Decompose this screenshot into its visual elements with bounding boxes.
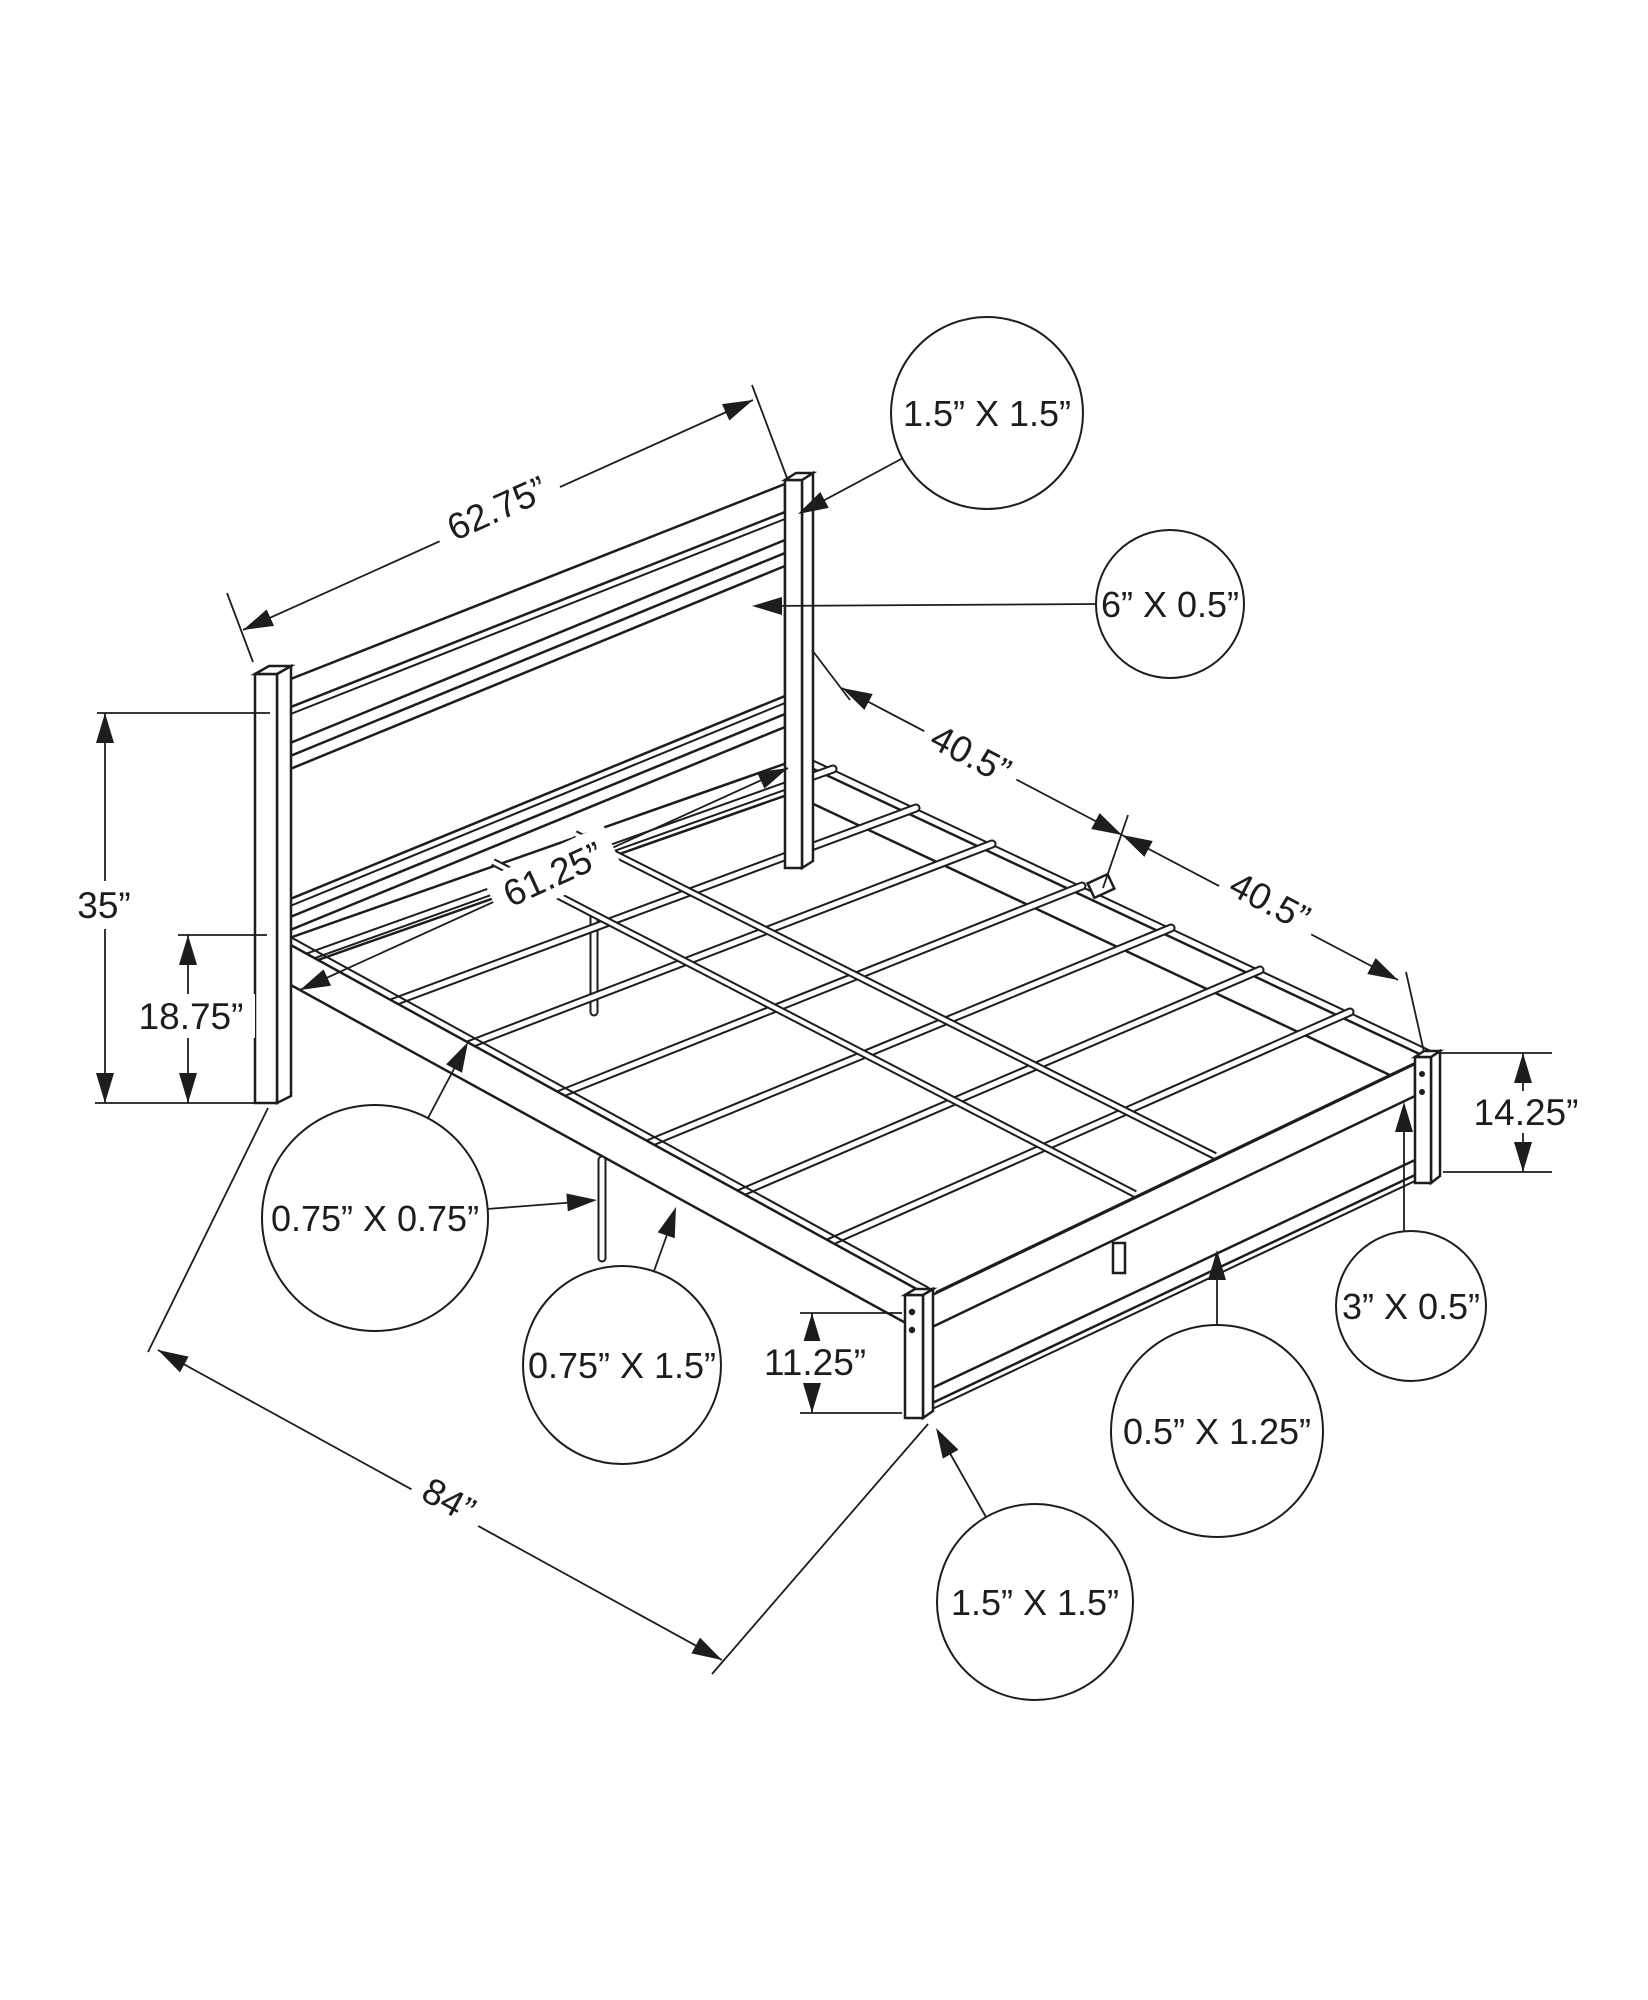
callout-label-side-rail: 0.75” X 1.5” — [528, 1345, 716, 1386]
callout-label-footboard-post: 1.5” X 1.5” — [951, 1582, 1119, 1623]
callout-footboard-post: 1.5” X 1.5” — [928, 1423, 1134, 1701]
arrow-icon — [928, 1423, 959, 1459]
footboard — [900, 1048, 1445, 1421]
arrow-icon — [1367, 958, 1403, 988]
dim-foot-rail-clearance: 11.25” — [753, 1312, 902, 1414]
bed-frame — [250, 470, 1445, 1421]
callout-label-footboard-bottom-rail: 0.5” X 1.25” — [1123, 1411, 1311, 1452]
screw-hole — [908, 1308, 916, 1316]
dim-label-foot-rail-clearance: 11.25” — [764, 1342, 866, 1383]
slat — [816, 1007, 1355, 1251]
center-support-rails — [491, 830, 1217, 1198]
arrow-icon — [179, 1073, 197, 1103]
footboard-post-far — [1410, 1048, 1445, 1186]
arrow-icon — [1395, 1102, 1413, 1132]
dim-label-footboard-height: 14.25” — [1474, 1092, 1579, 1133]
screw-hole — [1419, 1089, 1425, 1095]
slat — [545, 881, 1087, 1103]
foot-bracket — [1111, 1241, 1127, 1275]
callout-footboard-top-rail: 3” X 0.5” — [1335, 1102, 1487, 1382]
screw-hole — [1419, 1071, 1425, 1077]
arrow-icon — [1514, 1142, 1532, 1172]
dim-overall-length: 84” — [147, 1107, 929, 1675]
callout-label-headboard-panel: 6” X 0.5” — [1101, 584, 1239, 625]
callout-footboard-bottom-rail: 0.5” X 1.25” — [1110, 1250, 1324, 1538]
dim-half-length-head: 40.5” — [811, 649, 1129, 889]
callout-headboard-panel: 6” X 0.5” — [752, 529, 1245, 679]
arrow-icon — [803, 1383, 821, 1413]
dim-label-headboard-height: 35” — [77, 885, 130, 926]
dim-side-rail-height: 18.75” — [127, 934, 267, 1103]
callout-headboard-post: 1.5” X 1.5” — [793, 316, 1084, 522]
arrow-icon — [721, 391, 757, 421]
arrow-icon — [657, 1204, 685, 1239]
dim-footboard-height: 14.25” — [1438, 1052, 1588, 1173]
slat — [635, 923, 1176, 1152]
callout-side-rail: 0.75” X 1.5” — [522, 1204, 722, 1465]
arrow-icon — [837, 680, 873, 710]
callout-support-leg: 0.75” X 0.75” — [261, 1037, 598, 1332]
headboard-post-left — [250, 663, 296, 1106]
footboard-post-near — [900, 1286, 938, 1421]
dim-label-side-rail-height: 18.75” — [139, 996, 244, 1037]
slat — [378, 803, 921, 1011]
arrow-icon — [239, 609, 275, 639]
arrow-icon — [96, 1073, 114, 1103]
arrow-icon — [96, 713, 114, 743]
arrow-icon — [179, 935, 197, 965]
headboard-post-right — [780, 470, 818, 871]
headboard — [250, 470, 818, 1106]
arrow-icon — [566, 1191, 598, 1212]
slat — [455, 839, 997, 1053]
callout-label-footboard-top-rail: 3” X 0.5” — [1342, 1286, 1480, 1327]
slat — [726, 965, 1265, 1202]
dim-headboard-height: 35” — [68, 712, 270, 1104]
arrow-icon — [1514, 1053, 1532, 1083]
arrow-icon — [153, 1342, 189, 1373]
callout-label-headboard-post: 1.5” X 1.5” — [903, 393, 1071, 434]
mattress-slats — [294, 764, 1355, 1251]
dim-label-headboard-width: 62.75” — [441, 468, 553, 549]
rail-seam-connector — [1085, 872, 1117, 900]
arrow-icon — [1091, 813, 1127, 843]
callout-label-support-leg: 0.75” X 0.75” — [271, 1198, 479, 1239]
screw-hole — [908, 1326, 916, 1334]
arrow-icon — [803, 1313, 821, 1343]
